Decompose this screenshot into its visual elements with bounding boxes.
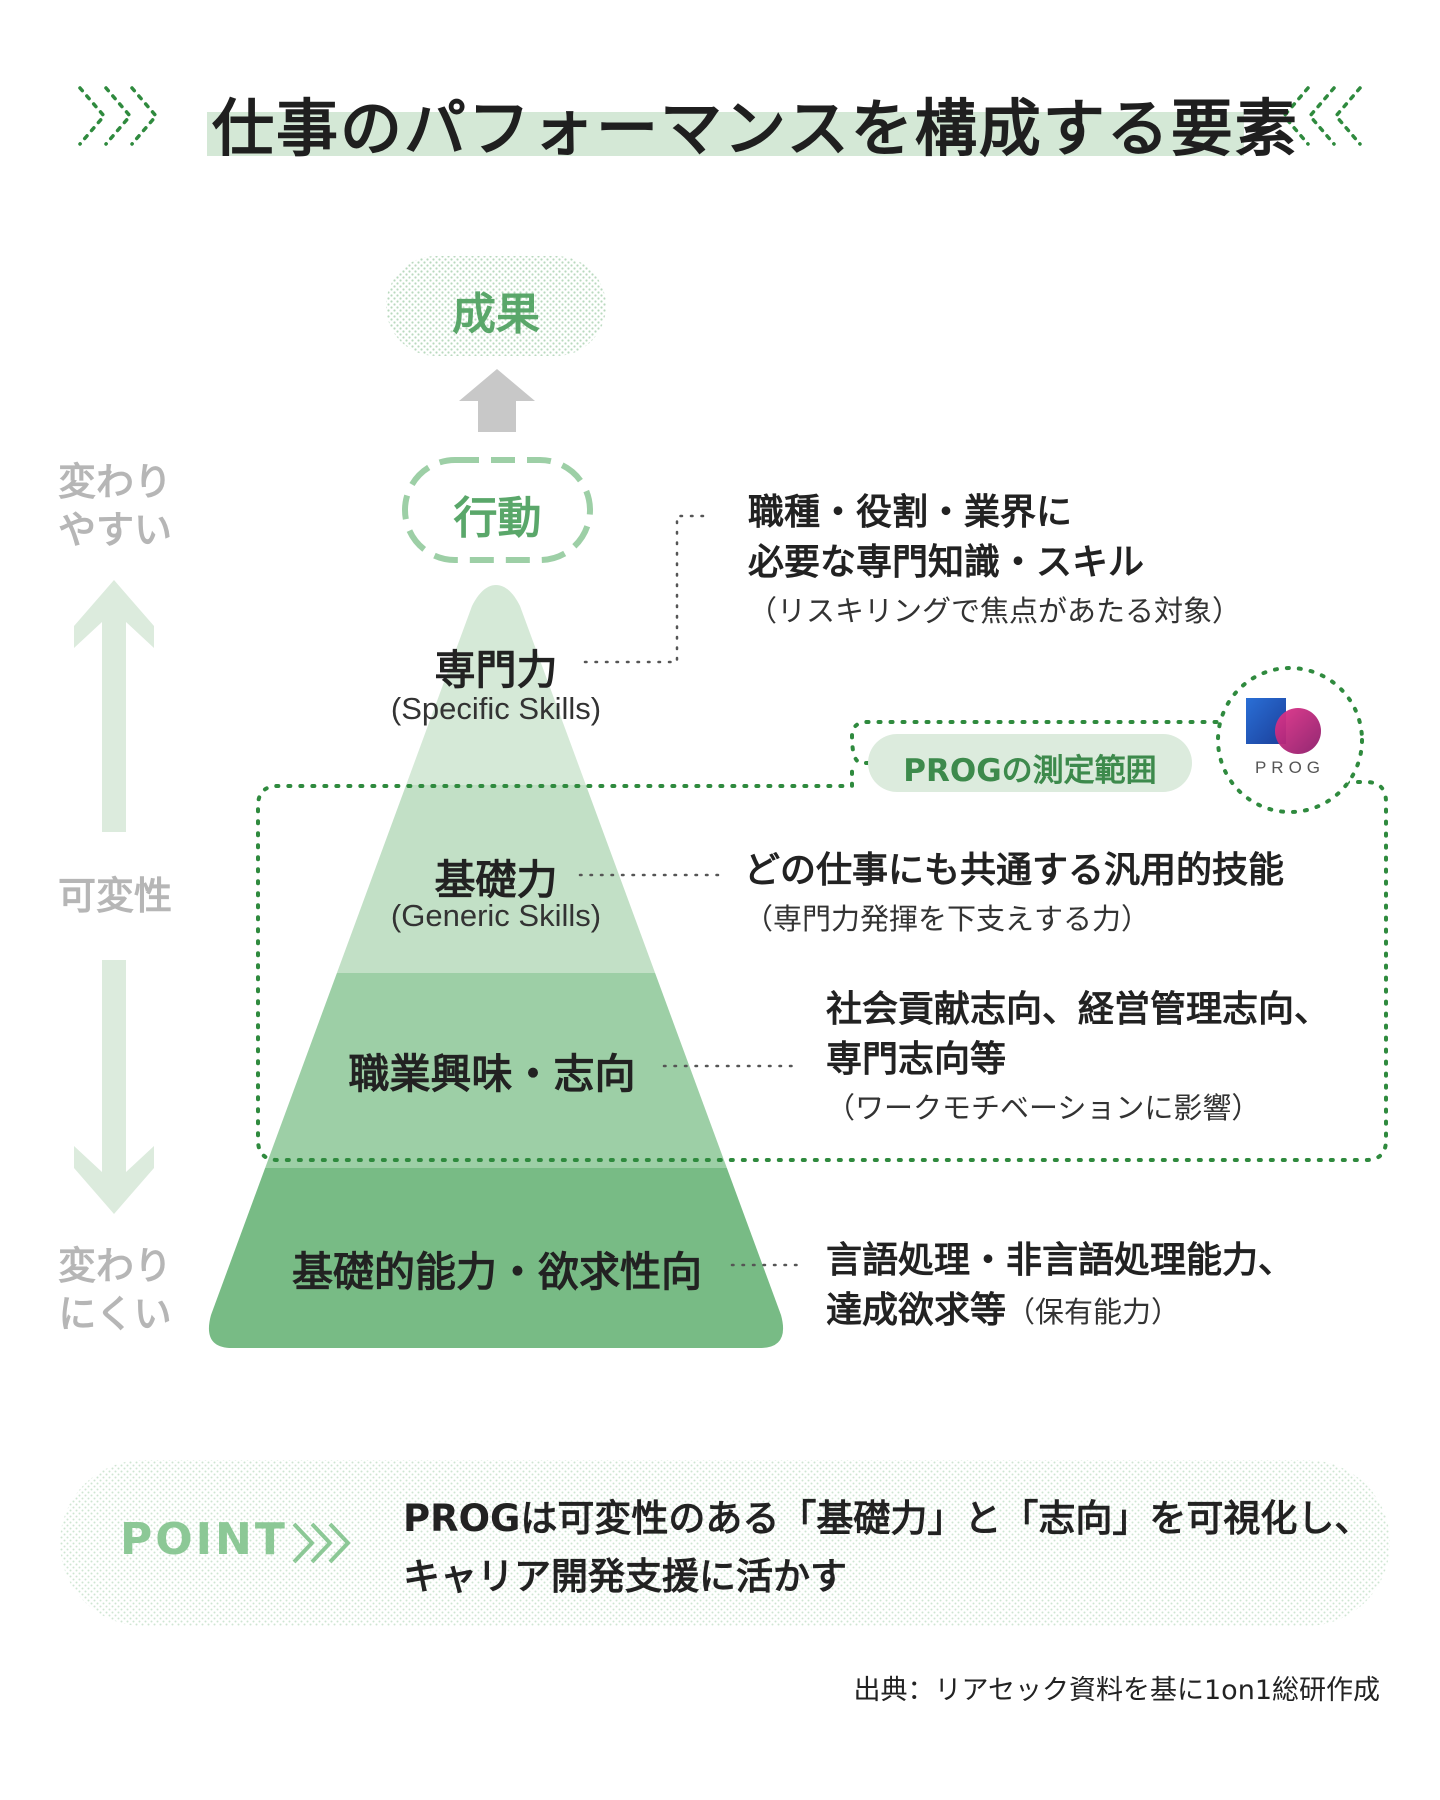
scale-down-arrow-icon [74, 960, 154, 1214]
prog-scope-pill [868, 734, 1192, 792]
desc-specific-line1: 職種・役割・業界に [748, 492, 1073, 533]
point-label: POINT [120, 1514, 288, 1565]
desc-basic: 言語処理・非言語処理能力、 達成欲求等（保有能力） [826, 1236, 1294, 1336]
desc-generic-line1: どの仕事にも共通する汎用的技能 [744, 850, 1285, 891]
tier-generic-sub: (Generic Skills) [390, 898, 602, 933]
desc-generic: どの仕事にも共通する汎用的技能 （専門力発揮を下支えする力） [744, 846, 1284, 938]
title-chevron-left-icon [78, 86, 159, 146]
point-chevron-icon [292, 1522, 351, 1564]
scale-top-line1: 変わり [57, 460, 172, 504]
tier-specific-label: 専門力 [434, 646, 558, 694]
scale-bottom-line1: 変わり [57, 1244, 172, 1288]
point-line2: キャリア開発支援に活かす [403, 1555, 847, 1598]
scale-top-label: 変わり やすい [55, 458, 175, 554]
prog-scope-label: PROGの測定範囲 [903, 753, 1157, 789]
desc-interest: 社会貢献志向、経営管理志向、 専門志向等 （ワークモチベーションに影響） [826, 985, 1330, 1127]
point-text: PROGは可変性のある「基礎力」と「志向」を可視化し、 キャリア開発支援に活かす [403, 1490, 1371, 1606]
scale-bottom-label: 変わり にくい [55, 1242, 175, 1338]
desc-basic-line1: 言語処理・非言語処理能力、 [826, 1240, 1295, 1281]
point-box [60, 1460, 1390, 1626]
prog-logo-icon [1246, 698, 1321, 754]
desc-specific-note: （リスキリングで焦点があたる対象） [748, 594, 1242, 628]
desc-basic-line2-row: 達成欲求等（保有能力） [826, 1286, 1294, 1336]
up-arrow-icon [459, 369, 535, 432]
scale-middle-label: 可変性 [57, 874, 172, 918]
tier-basic [208, 1168, 784, 1348]
leader-lines [578, 514, 802, 1267]
desc-specific: 職種・役割・業界に 必要な専門知識・スキル （リスキリングで焦点があたる対象） [748, 488, 1241, 630]
point-line1: PROGは可変性のある「基礎力」と「志向」を可視化し、 [403, 1497, 1372, 1540]
title-chevron-right-icon [1281, 86, 1362, 146]
page-title: 仕事のパフォーマンスを構成する要素 [212, 92, 1299, 165]
desc-generic-note: （専門力発揮を下支えする力） [744, 902, 1151, 936]
leader-specific [583, 514, 714, 664]
prog-scope-frame [256, 720, 1388, 1162]
scale-top-line2: やすい [57, 508, 172, 552]
tier-generic-label: 基礎力 [434, 856, 558, 904]
source-note: 出典：リアセック資料を基に1on1総研作成 [853, 1675, 1380, 1706]
tier-interest-label: 職業興味・志向 [348, 1050, 636, 1098]
title-highlight [207, 112, 1244, 156]
desc-interest-line2: 専門志向等 [826, 1039, 1007, 1080]
tier-basic-label: 基礎的能力・欲求性向 [292, 1248, 702, 1296]
desc-basic-line2: 達成欲求等 [826, 1290, 1007, 1331]
desc-interest-note: （ワークモチベーションに影響） [826, 1091, 1261, 1125]
desc-specific-line2: 必要な専門知識・スキル [748, 542, 1145, 583]
prog-logo-text: PROG [1254, 758, 1326, 777]
outcome-label: 成果 [452, 289, 540, 340]
tier-specific-sub: (Specific Skills) [390, 691, 602, 726]
scale-bottom-line2: にくい [58, 1292, 172, 1336]
action-pill [402, 457, 593, 563]
action-label: 行動 [453, 493, 542, 544]
desc-interest-line1: 社会貢献志向、経営管理志向、 [826, 989, 1331, 1030]
outcome-pill [386, 256, 606, 356]
desc-basic-note: （保有能力） [1006, 1295, 1181, 1329]
scale-up-arrow-icon [74, 580, 154, 832]
